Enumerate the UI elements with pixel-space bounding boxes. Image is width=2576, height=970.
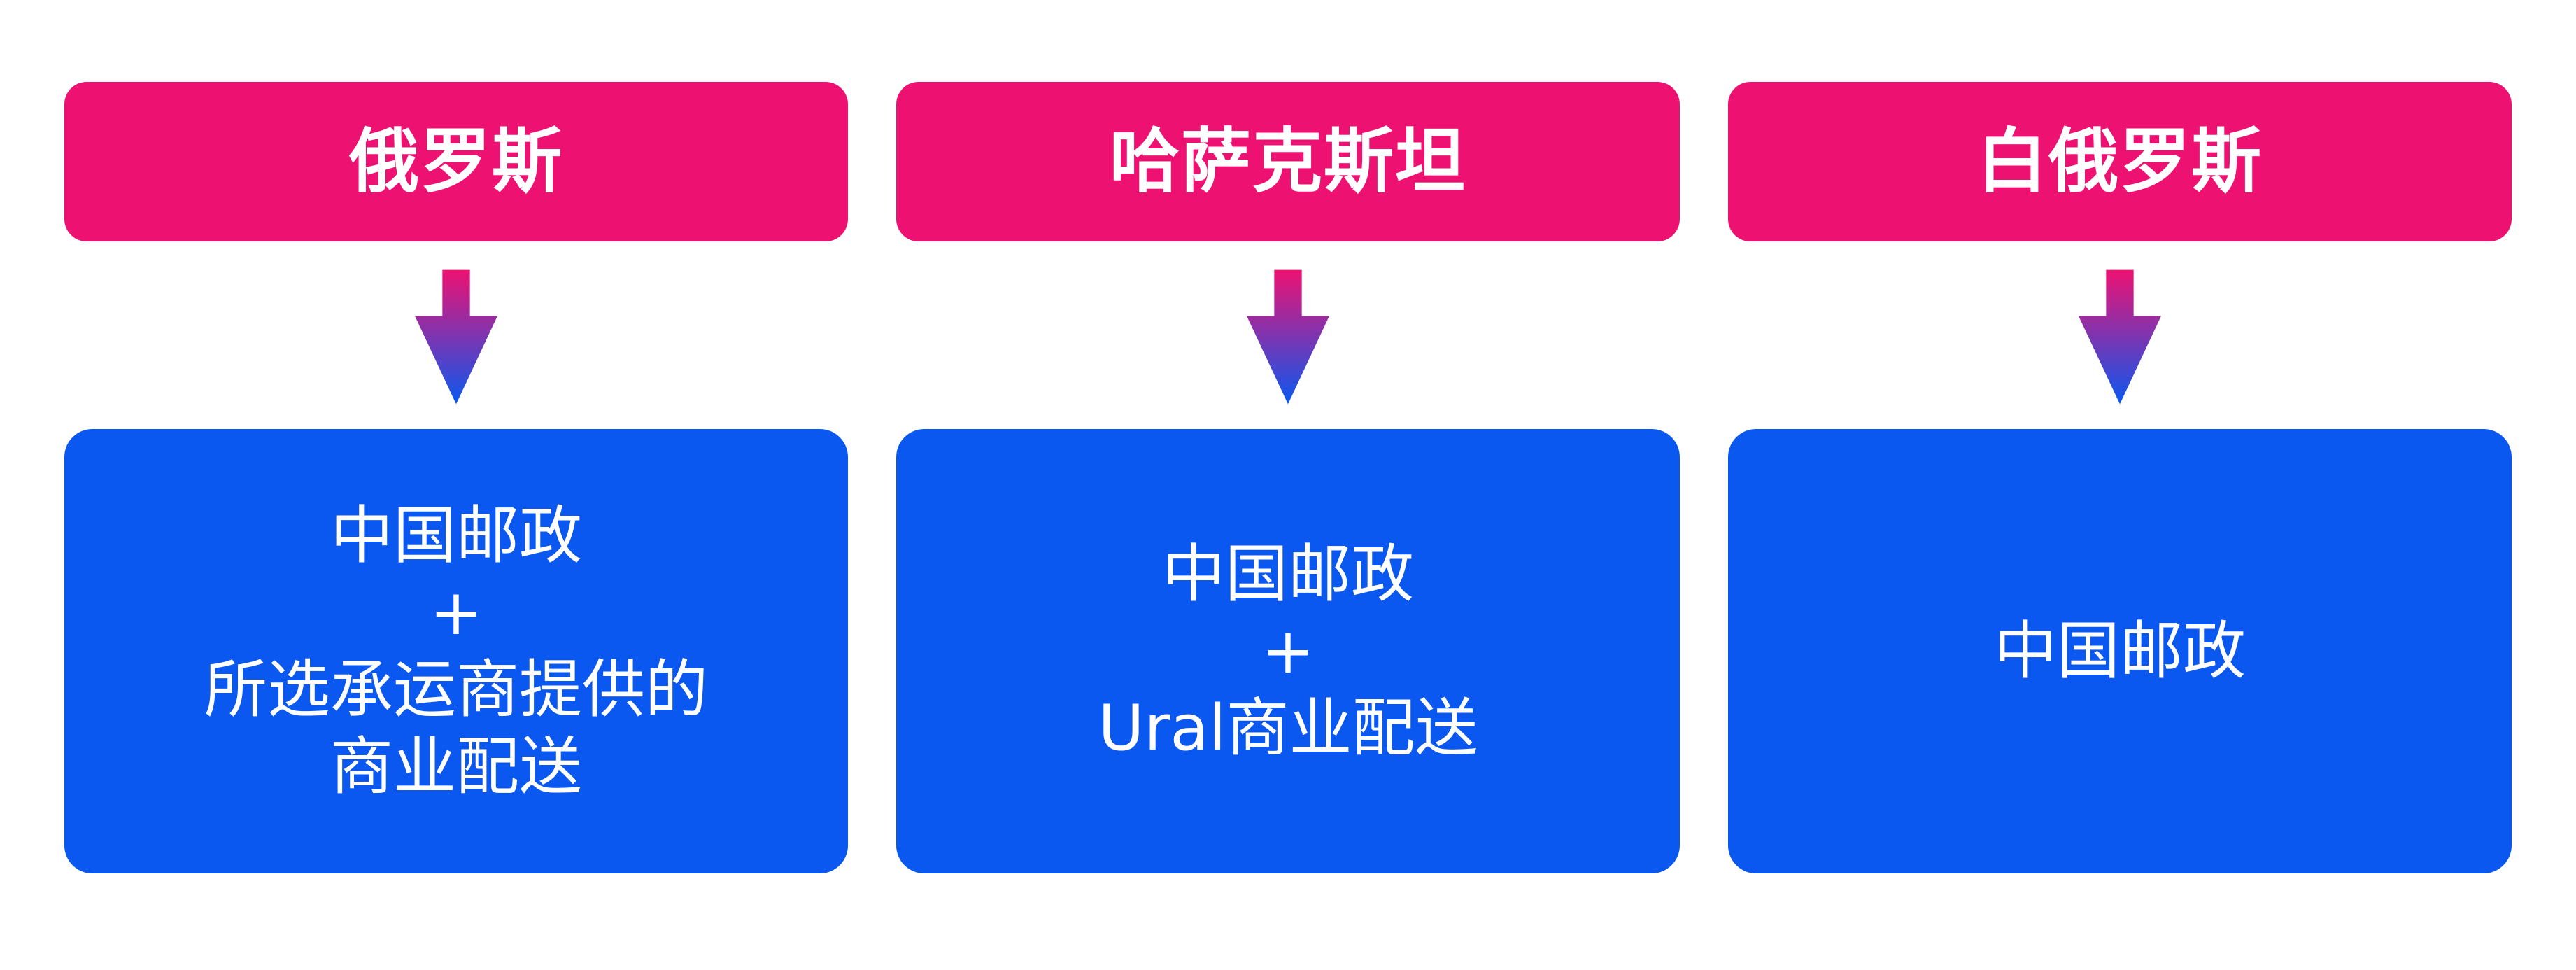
delivery-box-text: 中国邮政 — [1994, 613, 2246, 690]
country-header-label: 俄罗斯 — [349, 120, 563, 202]
down-arrow-icon — [415, 241, 497, 429]
box-line: + — [1261, 614, 1315, 688]
down-arrow-icon — [2079, 241, 2161, 429]
box-line: Ural商业配送 — [1098, 691, 1478, 765]
box-line: 商业配送 — [330, 729, 582, 803]
box-line: 中国邮政 — [330, 498, 582, 572]
delivery-box-text: 中国邮政+Ural商业配送 — [1098, 536, 1478, 767]
box-line: 中国邮政 — [1161, 537, 1414, 611]
country-header-kazakhstan: 哈萨克斯坦 — [896, 82, 1680, 241]
delivery-box-kazakhstan: 中国邮政+Ural商业配送 — [896, 429, 1680, 873]
country-header-label: 白俄罗斯 — [1977, 120, 2263, 202]
delivery-box-belarus: 中国邮政 — [1728, 429, 2512, 873]
box-line: + — [430, 575, 483, 649]
country-header-belarus: 白俄罗斯 — [1728, 82, 2512, 241]
column-kazakhstan: 哈萨克斯坦 中国邮政+Ural商业配送 — [896, 82, 1680, 873]
box-line: 所选承运商提供的 — [204, 652, 708, 726]
column-belarus: 白俄罗斯 中国邮政 — [1728, 82, 2512, 873]
box-line: 中国邮政 — [1994, 614, 2246, 688]
column-russia: 俄罗斯 中国邮政+所选承运商提供的商业配送 — [64, 82, 848, 873]
down-arrow-icon — [1247, 241, 1329, 429]
delivery-box-text: 中国邮政+所选承运商提供的商业配送 — [204, 498, 708, 806]
delivery-box-russia: 中国邮政+所选承运商提供的商业配送 — [64, 429, 848, 873]
country-header-label: 哈萨克斯坦 — [1110, 120, 1466, 202]
country-header-russia: 俄罗斯 — [64, 82, 848, 241]
